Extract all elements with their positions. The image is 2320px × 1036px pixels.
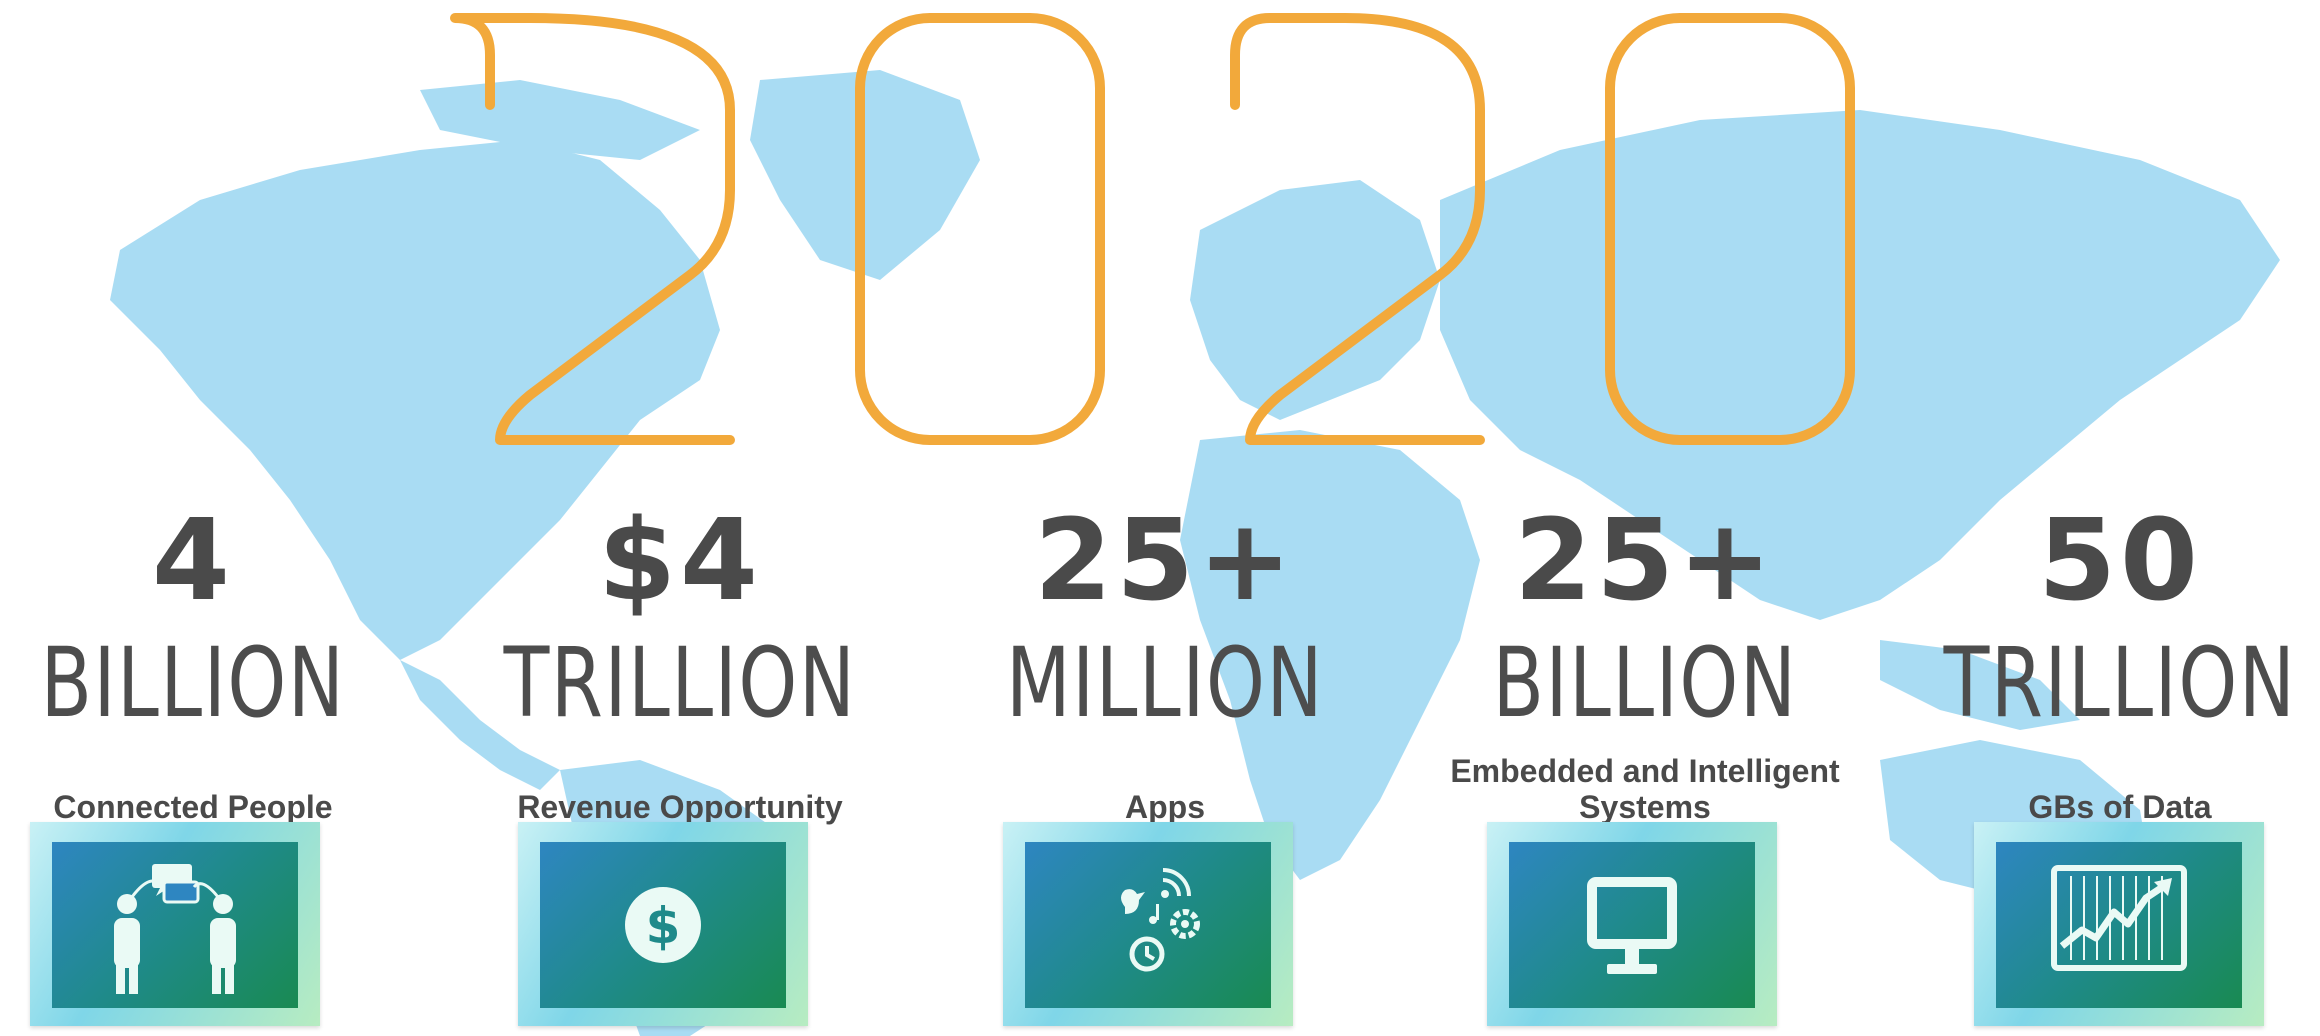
europe <box>1190 180 1440 420</box>
tile-gbs-of-data <box>1974 822 2264 1026</box>
year-digit-4 <box>1605 13 1855 445</box>
stat-unit: TRILLION <box>1943 627 2297 739</box>
stat-unit: BILLION <box>40 627 346 739</box>
dollar-coin-icon: $ <box>625 887 701 963</box>
stat-apps: 25+ MILLION Apps <box>925 505 1405 825</box>
year-digit-1 <box>450 13 735 445</box>
year-digit-3 <box>1230 13 1485 445</box>
stat-gbs-of-data: 50 TRILLION GBs of Data <box>1880 505 2320 825</box>
stat-label: GBs of Data <box>2028 789 2212 825</box>
stat-value: $4 <box>598 496 762 626</box>
stat-label: Embedded and Intelligent Systems <box>1450 753 1840 825</box>
stat-value: 4 <box>152 496 234 626</box>
asia <box>1440 110 2280 620</box>
stat-connected-people: 4 BILLION Connected People <box>0 505 433 825</box>
people-chat-icon <box>114 864 236 994</box>
chart-growth-icon <box>2051 865 2187 971</box>
stat-embedded-systems: 25+ BILLION Embedded and Intelligent Sys… <box>1405 505 1885 825</box>
tile-connected-people <box>30 822 320 1026</box>
stat-value: 25+ <box>1034 496 1296 626</box>
stat-unit: MILLION <box>1005 627 1325 739</box>
tile-apps <box>1003 822 1293 1026</box>
monitor-icon <box>1587 877 1677 974</box>
stat-label: Apps <box>1125 789 1205 825</box>
africa <box>1180 430 1480 880</box>
tile-revenue-opportunity: $ <box>518 822 808 1026</box>
apps-icon <box>1121 868 1200 972</box>
stat-unit: TRILLION <box>503 627 857 739</box>
stat-revenue-opportunity: $4 TRILLION Revenue Opportunity <box>440 505 920 825</box>
stat-unit: BILLION <box>1492 627 1798 739</box>
year-digit-2 <box>855 13 1105 445</box>
tile-embedded-systems <box>1487 822 1777 1026</box>
stat-label: Revenue Opportunity <box>517 789 843 825</box>
stat-label: Connected People <box>53 789 333 825</box>
north-america <box>110 140 720 660</box>
stat-value: 50 <box>2038 496 2202 626</box>
stat-value: 25+ <box>1514 496 1776 626</box>
svg-text:$: $ <box>646 897 681 955</box>
